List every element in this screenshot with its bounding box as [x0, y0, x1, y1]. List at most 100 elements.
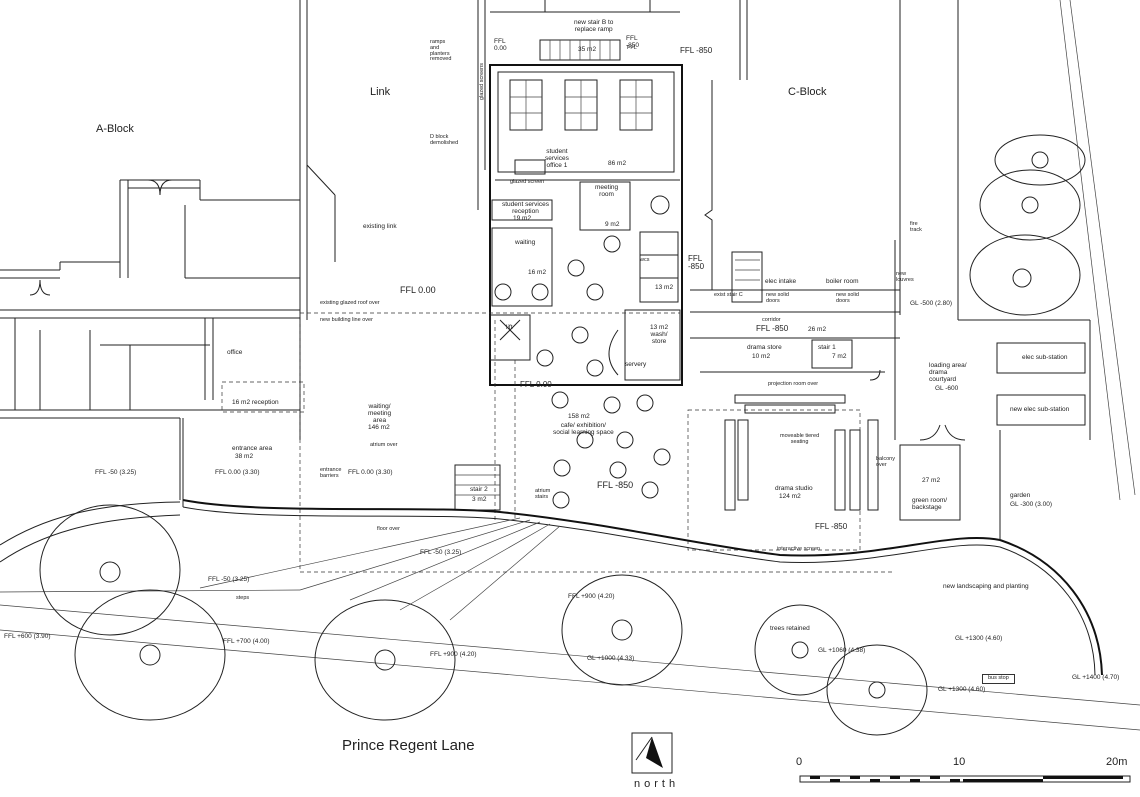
- level-ffl-m850-cafe: FFL -850: [597, 480, 634, 490]
- label-area-9: 9 m2: [605, 221, 620, 228]
- scale-label-10: 10: [953, 756, 966, 768]
- label-waiting-meeting: waiting/ meeting area: [368, 403, 392, 424]
- scale-label-0: 0: [796, 756, 803, 768]
- level-ffl-700: FFL +700 (4.00): [223, 638, 270, 645]
- label-area-26: 26 m2: [808, 326, 827, 333]
- level-ffl-m850-vertical: FFL -850: [688, 254, 705, 272]
- label-fire-track: fire track: [910, 221, 922, 233]
- level-ffl-m850-top: FFL -850: [680, 46, 713, 55]
- label-glazed-screen: glazed screen: [510, 179, 545, 185]
- label-boiler-room: boiler room: [826, 278, 859, 285]
- level-gl-1400: GL +1400 (4.70): [1072, 674, 1120, 681]
- label-area-146: 146 m2: [368, 424, 390, 431]
- building-outlines: [0, 0, 1091, 500]
- label-entrance-barriers: entrance barriers: [320, 467, 342, 479]
- label-projection: projection room over: [768, 381, 819, 387]
- label-floor-over: floor over: [377, 526, 400, 532]
- label-balcony-over: balcony over: [876, 456, 895, 468]
- level-ffl-m850-drama: FFL -850: [815, 522, 848, 531]
- label-area-3: 3 m2: [472, 496, 487, 503]
- label-exist-stair-c: exist stair C: [714, 292, 743, 298]
- scale-bar-graphic: [799, 775, 1131, 783]
- label-new-solid-doors-a: new solid doors: [766, 292, 789, 304]
- label-meeting-room: meeting room: [595, 184, 619, 198]
- label-interactive-screen: interactive screen: [777, 546, 821, 552]
- label-area-158: 158 m2: [568, 413, 590, 420]
- drama-studio-block: [687, 251, 1086, 551]
- cafe-tables: [494, 195, 671, 509]
- level-ffl-m50-b: FFL -50 (3.25): [420, 549, 462, 556]
- level-ffl-330-a: FFL 0.00 (3.30): [215, 469, 260, 476]
- label-bus-stop: bus stop: [982, 674, 1015, 684]
- label-waiting: waiting: [515, 239, 536, 246]
- label-area-124: 124 m2: [779, 493, 801, 500]
- label-area-86: 86 m2: [608, 160, 627, 167]
- label-office: office: [227, 349, 243, 356]
- label-lift: lift: [506, 324, 513, 331]
- label-wcs: wcs: [640, 257, 650, 263]
- label-new-elec-sub: new elec sub-station: [1010, 406, 1070, 413]
- label-entrance-area: entrance area: [232, 445, 273, 452]
- label-stair-1: stair 1: [818, 344, 836, 351]
- label-ramps: ramps and planters removed: [430, 39, 452, 63]
- level-ffl-main: FFL 0.00: [400, 285, 436, 295]
- level-ffl-600: FFL +600 (3.90): [4, 633, 51, 640]
- label-new-landscaping: new landscaping and planting: [943, 583, 1029, 590]
- label-atrium-over: atrium over: [370, 442, 398, 448]
- level-ffl-m850-corridor: FFL -850: [756, 324, 789, 333]
- label-new-stair-b: new stair B to replace ramp: [574, 19, 614, 33]
- a-block-label: A-Block: [96, 123, 134, 135]
- label-drama-studio: drama studio: [775, 485, 813, 492]
- label-green-room: green room/ backstage: [912, 497, 948, 511]
- south-facade: [182, 418, 1103, 676]
- c-block-label: C-Block: [788, 86, 827, 98]
- label-loading-area: loading area/ drama courtyard: [929, 362, 967, 383]
- street-label: Prince Regent Lane: [342, 737, 475, 754]
- label-corridor: corridor: [762, 317, 781, 323]
- label-steps: steps: [236, 595, 250, 601]
- level-ffl-900-b: FFL +900 (4.20): [568, 593, 615, 600]
- label-area-16: 16 m2: [528, 269, 547, 276]
- north-arrow-icon: [631, 732, 673, 774]
- level-ffl-top: FFL 0.00: [494, 38, 507, 52]
- label-elec-intake: elec intake: [765, 278, 797, 285]
- level-gl-m500: GL -500 (2.80): [910, 300, 953, 307]
- label-student-office: student services office 1: [545, 148, 569, 169]
- landscape-lines: [0, 0, 1140, 731]
- label-drama-store: drama store: [747, 344, 782, 351]
- label-new-louvres: new louvres: [896, 271, 914, 283]
- label-ffl-small: FFL: [627, 45, 637, 51]
- label-area-35: 35 m2: [578, 46, 597, 53]
- link-label: Link: [370, 86, 391, 98]
- label-new-building-line: new building line over: [320, 317, 373, 323]
- label-d-block: D block demolished: [430, 134, 459, 146]
- label-stair-2: stair 2: [470, 486, 488, 493]
- office-desks: [509, 79, 653, 175]
- label-elec-sub: elec sub-station: [1022, 354, 1068, 361]
- label-atrium-stairs: atrium stairs: [535, 488, 551, 500]
- label-area-38: 38 m2: [235, 453, 254, 460]
- label-area-7: 7 m2: [832, 353, 847, 360]
- student-services-block: [489, 39, 683, 386]
- label-area-10: 10 m2: [752, 353, 771, 360]
- label-area-13a: 13 m2: [655, 284, 674, 291]
- level-gl-1300-b: GL +1300 (4.60): [938, 686, 986, 693]
- level-gl-m300: GL -300 (3.00): [1010, 501, 1053, 508]
- label-reception: student services reception: [502, 201, 549, 215]
- label-new-solid-doors-b: new solid doors: [836, 292, 859, 304]
- label-cafe: cafe/ exhibition/ social learning space: [553, 422, 614, 436]
- level-gl-m600: GL -600: [935, 385, 959, 392]
- level-ffl-330-b: FFL 0.00 (3.30): [348, 469, 393, 476]
- label-area-27: 27 m2: [922, 477, 941, 484]
- trees: [39, 134, 1086, 736]
- level-ffl-cafe: FFL 0.00: [520, 380, 552, 389]
- north-label: north: [634, 778, 680, 790]
- level-gl-1000: GL +1000 (4.33): [587, 655, 635, 662]
- label-existing-link: existing link: [363, 223, 397, 230]
- level-ffl-m850-stair: FFL -850: [626, 35, 640, 49]
- label-existing-glazed-roof: existing glazed roof over: [320, 300, 380, 306]
- doors: [29, 179, 966, 441]
- level-gl-1300-a: GL +1300 (4.60): [955, 635, 1003, 642]
